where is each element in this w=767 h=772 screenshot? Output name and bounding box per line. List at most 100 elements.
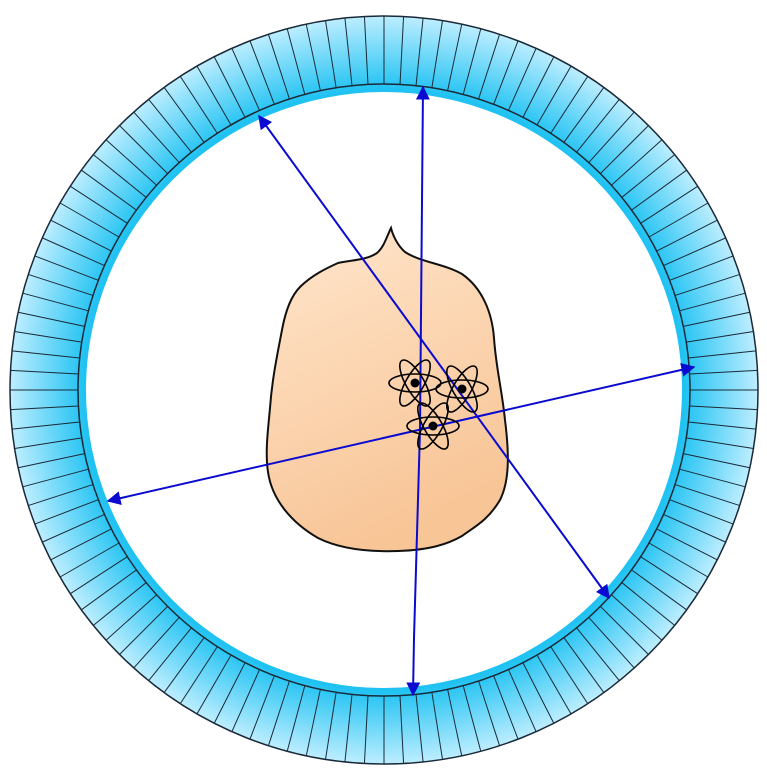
detector-segment-divider (18, 311, 85, 327)
detector-segment-divider (133, 111, 180, 163)
detector-segment-divider (133, 617, 180, 669)
detector-segment-divider (179, 646, 218, 704)
detector-segment-divider (148, 99, 192, 153)
detector-segment-divider (493, 40, 519, 105)
detector-segment-divider (686, 437, 754, 450)
detector-segment-divider (688, 350, 757, 359)
detector-segment-divider (563, 637, 605, 693)
detector-segment-divider (689, 369, 758, 375)
detector-segment-divider (508, 48, 537, 111)
detector-segment-divider (478, 34, 501, 100)
detector-segment-divider (119, 606, 168, 655)
detector-segment-divider (22, 292, 89, 312)
detector-segment-divider (640, 556, 698, 595)
atom-nucleus (410, 378, 420, 388)
atom-orbit (446, 365, 478, 413)
atom-orbit (399, 359, 431, 407)
detector-segment-divider (213, 662, 246, 724)
detector-segment-divider (431, 20, 444, 88)
detector-segment-divider (493, 675, 519, 740)
detector-segment-divider (42, 514, 105, 543)
detector-segment-divider (447, 689, 463, 756)
detector-segment-divider (447, 24, 463, 91)
detector-segment-divider (148, 627, 192, 681)
detector-segment-divider (70, 556, 128, 595)
detector-segment-divider (28, 273, 94, 296)
atom-orbit (446, 365, 478, 413)
detector-segment-divider (10, 405, 79, 411)
detector-segment-divider (688, 421, 757, 430)
detector-segment-divider (14, 437, 82, 450)
detector-segment-divider (105, 594, 157, 641)
detector-segment-divider (324, 20, 337, 88)
detector-segment-divider (576, 627, 620, 681)
detector-segment-divider (415, 694, 424, 763)
atom-orbit (435, 379, 489, 399)
detector-segment-divider (415, 17, 424, 86)
detector-segment-divider (196, 654, 232, 715)
detector-segment-divider (11, 421, 80, 430)
detector-segment-divider (686, 330, 754, 343)
detector-segment-divider (11, 350, 80, 359)
detector-segment-divider (679, 292, 746, 312)
detector-segment-divider (656, 528, 718, 561)
detector-segment-divider (462, 28, 482, 95)
detector-segment-divider (640, 185, 698, 224)
detector-segment-divider (363, 16, 369, 85)
detector-segment-divider (105, 139, 157, 186)
detector-segment-divider (399, 16, 405, 85)
detector-segment-divider (621, 582, 675, 626)
detector-segment-divider (196, 65, 232, 126)
detector-segment-divider (34, 255, 99, 281)
detector-segment-divider (324, 692, 337, 760)
detector-segment-divider (689, 405, 758, 411)
detector-segment-divider (550, 646, 589, 704)
detector-segment-divider (42, 237, 105, 266)
detector-segment-divider (305, 689, 321, 756)
detector-segment-divider (213, 56, 246, 118)
detector-segment-divider (536, 654, 572, 715)
detector-segment-divider (50, 219, 112, 252)
detector-segment-divider (663, 237, 726, 266)
detector-segment-divider (70, 185, 128, 224)
detector-segment-divider (669, 255, 734, 281)
detector-segment-divider (611, 594, 663, 641)
radioactive-atoms (388, 359, 489, 450)
detector-segment-divider (305, 24, 321, 91)
detector-segment-divider (462, 685, 482, 752)
gamma-ray-diagonal-arrows (258, 114, 610, 600)
detector-segment-divider (508, 669, 537, 732)
detector-segment-divider (163, 87, 205, 143)
detector-segment-divider (286, 28, 306, 95)
detector-segment-divider (621, 154, 675, 198)
detector-segment-divider (119, 125, 168, 174)
detector-segment-divider (683, 311, 750, 327)
detector-segment-divider (648, 202, 709, 238)
detector-segment-divider (674, 273, 740, 296)
detector-segment-divider (363, 695, 369, 764)
detector-segment-divider (286, 685, 306, 752)
detector-segment-divider (18, 453, 85, 469)
detector-segment-divider (267, 34, 290, 100)
detector-segment-divider (50, 528, 112, 561)
detector-segment-divider (600, 606, 649, 655)
gamma-ray-horizontal-arrows (106, 362, 696, 506)
detector-segment-divider (14, 330, 82, 343)
atom-icon (435, 365, 489, 413)
detector-segment-divider (522, 662, 555, 724)
atom-orbit (406, 416, 460, 436)
detector-segment-divider (93, 154, 147, 198)
detector-segment-divider (93, 582, 147, 626)
atom-nucleus (457, 384, 467, 394)
detector-segment-divider (249, 675, 275, 740)
detector-segment-divider (611, 139, 663, 186)
detector-segment-divider (267, 680, 290, 746)
atom-nucleus (428, 421, 438, 431)
detector-segment-divider (631, 569, 687, 611)
detector-segment-divider (399, 695, 405, 764)
detector-segment-divider (231, 48, 260, 111)
detector-segment-divider (28, 484, 94, 507)
atom-orbit (417, 402, 449, 450)
